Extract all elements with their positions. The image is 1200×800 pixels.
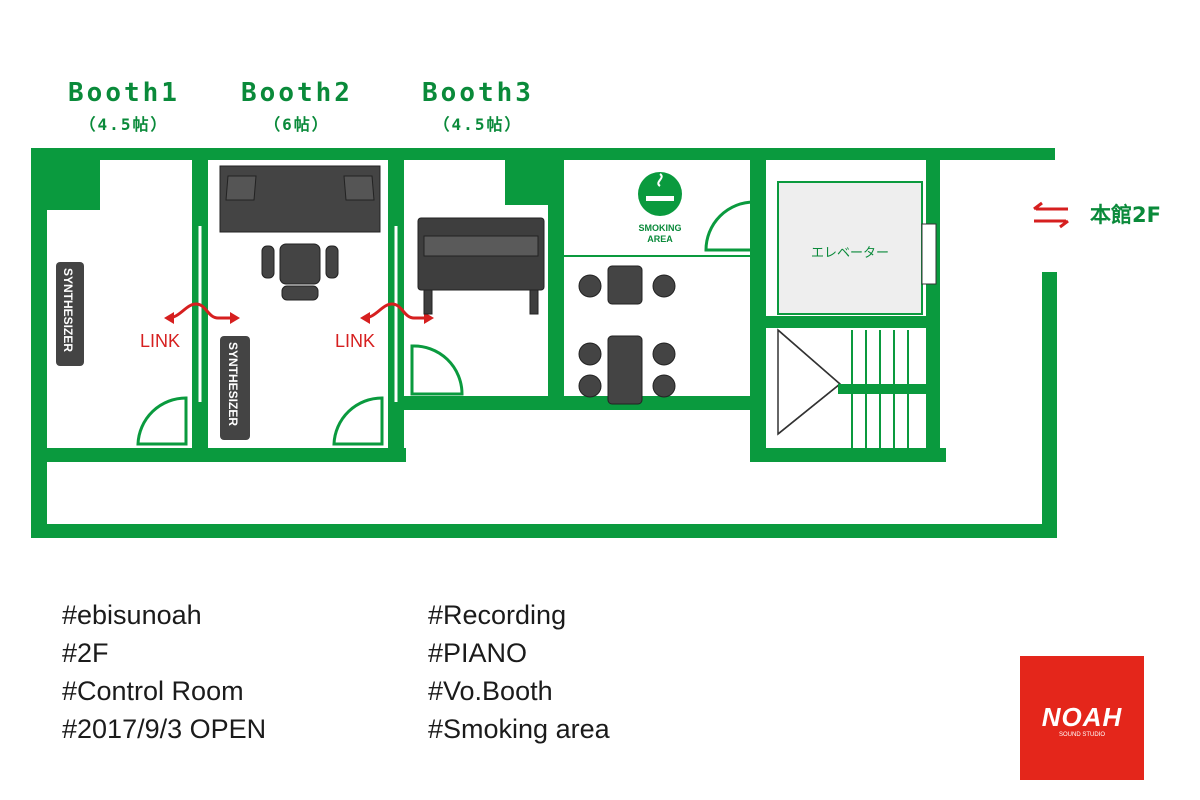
booth2-size: （6帖） [264, 115, 330, 134]
annex-label: 本館2F [1090, 203, 1161, 227]
tag-right-4: #Smoking area [428, 714, 610, 744]
booth3-title: Booth3 [422, 78, 534, 108]
doors[interactable] [136, 200, 756, 446]
walls [31, 148, 1057, 538]
synthesizer-booth1-label: SYNTHESIZER [61, 268, 75, 352]
booth3-size: （4.5帖） [434, 115, 523, 134]
tag-left-2: #2F [62, 638, 109, 668]
lounge-furniture [578, 265, 676, 405]
chair-booth2 [261, 243, 339, 301]
noah-logo: NOAH SOUND STUDIO [1020, 656, 1144, 780]
link-label-right: LINK [335, 331, 375, 351]
tag-left-4: #2017/9/3 OPEN [62, 714, 267, 744]
synthesizer-booth1 [56, 262, 84, 366]
link-label-left: LINK [140, 331, 180, 351]
link-windows [198, 226, 398, 402]
tag-left-3: #Control Room [62, 676, 244, 706]
smoking-label-2: AREA [647, 234, 673, 244]
smoking-area-icon [638, 172, 682, 216]
elevator-door [921, 223, 937, 285]
tag-right-3: #Vo.Booth [428, 676, 553, 706]
booth1-title: Booth1 [68, 78, 180, 108]
logo-text: NOAH [1041, 702, 1123, 732]
logo-subtitle: SOUND STUDIO [1058, 732, 1105, 738]
booth2-title: Booth2 [241, 78, 353, 108]
synthesizer-booth2 [220, 336, 250, 440]
elevator-label: エレベーター [811, 246, 889, 261]
synthesizer-booth2-label: SYNTHESIZER [226, 342, 240, 426]
tag-right-1: #Recording [428, 600, 567, 630]
booth1-size: （4.5帖） [80, 115, 169, 134]
link-arrows [164, 302, 434, 324]
annex-arrows-icon [1033, 201, 1069, 229]
elevator [777, 181, 923, 315]
tag-left-1: #ebisunoah [62, 600, 202, 630]
smoking-label-1: SMOKING [638, 223, 681, 233]
stairs [777, 328, 926, 448]
tag-right-2: #PIANO [428, 638, 528, 668]
piano [417, 217, 545, 315]
